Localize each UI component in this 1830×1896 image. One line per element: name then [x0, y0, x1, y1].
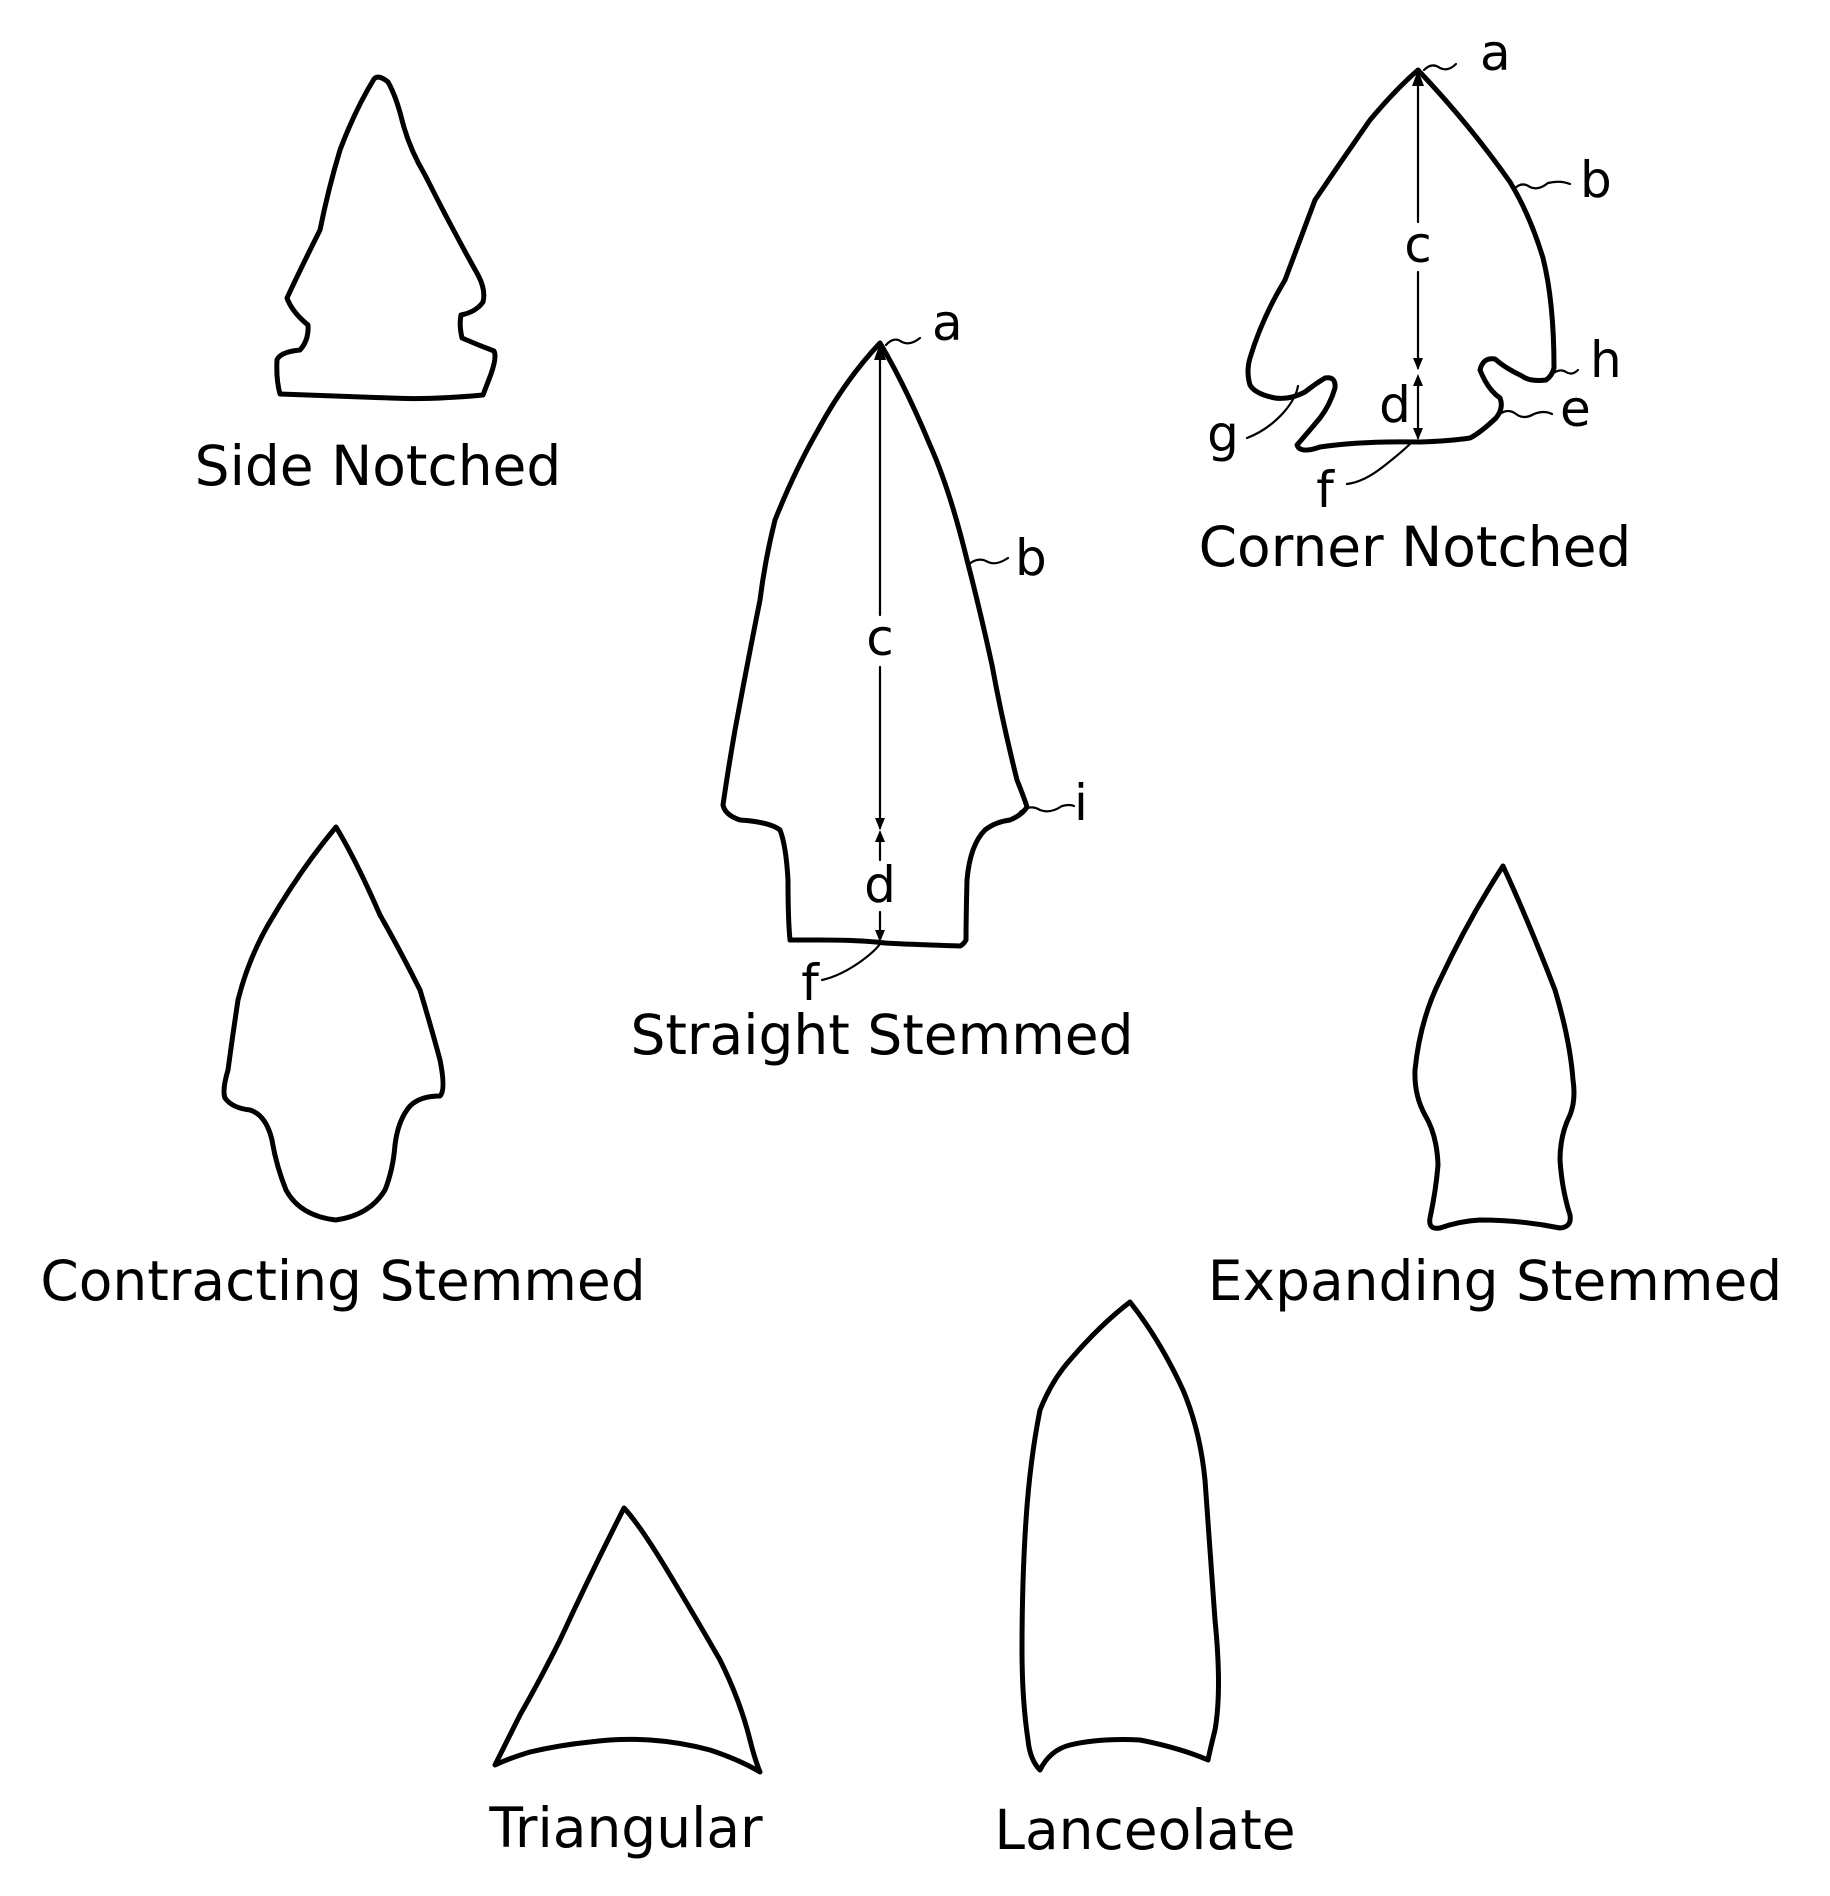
contracting-stemmed-outline [221, 824, 446, 1223]
triangular-label: Triangular [488, 1796, 763, 1860]
straight-part-d: d [864, 856, 896, 914]
straight-stemmed-outline [720, 340, 1030, 949]
lanceolate-outline [1019, 1299, 1221, 1773]
corner-f-leader [1345, 440, 1414, 486]
corner-g-leader [1245, 384, 1300, 440]
corner-d-arrow-bottom [1413, 428, 1423, 440]
triangular-outline [492, 1505, 763, 1775]
corner-d-arrow-top [1413, 374, 1423, 386]
straight-stemmed-label: Straight Stemmed [630, 1003, 1133, 1067]
corner-part-c: c [1404, 216, 1432, 274]
corner-part-a: a [1480, 24, 1511, 82]
expanding-stemmed-outline [1412, 863, 1577, 1231]
corner-part-e: e [1560, 380, 1591, 438]
straight-a-leader [884, 336, 922, 347]
corner-a-leader [1422, 62, 1458, 72]
corner-c-arrow-bottom [1413, 358, 1423, 370]
corner-part-b: b [1580, 151, 1612, 209]
straight-f-leader [820, 942, 882, 982]
straight-i-leader [1018, 803, 1076, 814]
contracting-stemmed-label: Contracting Stemmed [40, 1249, 645, 1313]
straight-c-arrow-bottom [875, 818, 885, 830]
corner-part-f: f [1316, 461, 1335, 519]
straight-part-f: f [801, 954, 820, 1012]
corner-b-leader [1512, 180, 1572, 191]
side-notched-outline [274, 74, 498, 402]
straight-part-a: a [932, 294, 963, 352]
corner-notched-label: Corner Notched [1199, 515, 1632, 579]
corner-e-leader [1498, 409, 1554, 419]
straight-d-arrow-top [875, 830, 885, 842]
corner-part-d: d [1379, 376, 1411, 434]
corner-h-leader [1550, 368, 1580, 376]
corner-c-arrow-top [1412, 70, 1424, 86]
straight-part-c: c [866, 609, 894, 667]
straight-c-arrow-top [874, 343, 886, 360]
corner-part-h: h [1590, 331, 1622, 389]
straight-part-b: b [1015, 529, 1047, 587]
side-notched-label: Side Notched [195, 434, 562, 498]
straight-part-i: i [1074, 774, 1088, 832]
lanceolate-label: Lanceolate [994, 1798, 1295, 1862]
straight-d-arrow-bottom [875, 930, 885, 942]
straight-b-leader [966, 556, 1010, 567]
expanding-stemmed-label: Expanding Stemmed [1208, 1249, 1782, 1313]
corner-part-g: g [1207, 405, 1239, 463]
